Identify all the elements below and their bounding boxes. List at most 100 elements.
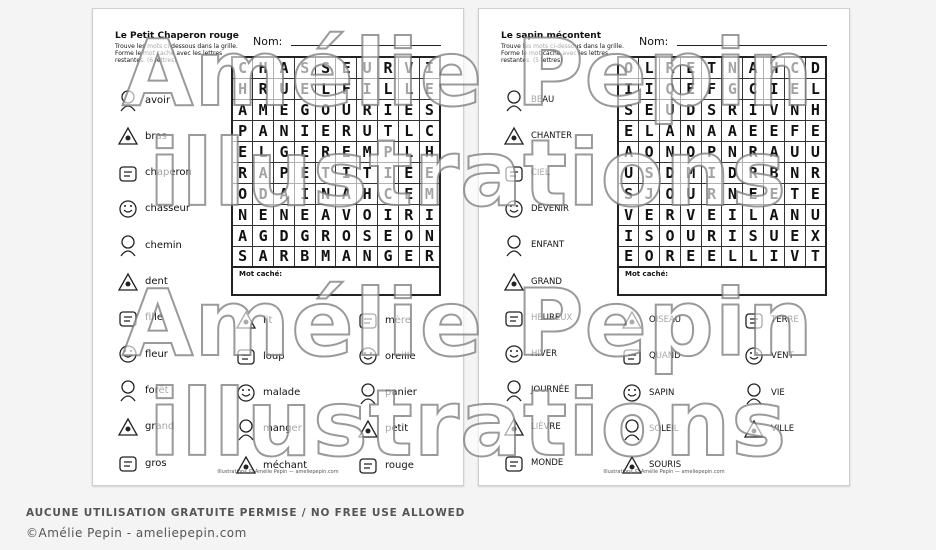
name-label: Nom: [639, 35, 669, 48]
grid-letter: R [804, 161, 827, 184]
grid-letter: N [314, 182, 337, 205]
grid-letter: H [231, 77, 254, 100]
word-label: mère [385, 314, 411, 326]
grid-letter: E [377, 224, 399, 247]
grid-letter: R [721, 98, 744, 121]
grid-letter: C [783, 56, 806, 79]
grid-letter: Q [659, 77, 681, 100]
grid-letter: A [273, 182, 295, 205]
grid-letter: I [617, 224, 640, 247]
grid-letter: P [377, 140, 399, 163]
grid-letter: G [721, 77, 744, 100]
usage-notice: AUCUNE UTILISATION GRATUITE PERMISE / NO… [26, 507, 466, 519]
grid-letter: C [742, 77, 765, 100]
grid-letter: B [763, 161, 785, 184]
grid-letter: N [783, 203, 806, 226]
grid-letter: N [659, 140, 681, 163]
hidden-word-label: Mot caché: [625, 270, 669, 278]
word-item: ENFANT [501, 232, 564, 258]
grid-letter: H [418, 140, 441, 163]
grid-letter: I [293, 119, 316, 142]
grid-letter: N [273, 119, 295, 142]
grid-letter: P [700, 140, 723, 163]
word-item: LIÈVRE [501, 414, 561, 440]
grid-letter: A [252, 119, 275, 142]
grid-letter: E [314, 119, 337, 142]
word-label: SOLEIL [649, 423, 679, 434]
word-label: SAPIN [649, 387, 675, 398]
grid-letter: T [356, 161, 379, 184]
word-item: TERRE [741, 307, 799, 333]
grid-letter: P [273, 161, 295, 184]
grid-letter: I [638, 77, 661, 100]
winter-icon [501, 341, 527, 367]
sun-icon [619, 416, 645, 442]
tall-icon [501, 269, 527, 295]
word-label: grand [145, 421, 175, 433]
grid-letter: E [617, 119, 640, 142]
word-label: TERRE [771, 315, 799, 325]
word-label: HIVER [531, 349, 557, 360]
grid-letter: A [763, 203, 785, 226]
grid-letter: O [638, 245, 661, 268]
word-item: fille [115, 305, 163, 331]
word-item: chaperon [115, 160, 192, 186]
grid-letter: U [804, 203, 827, 226]
word-item: forêt [115, 377, 169, 403]
grid-letter: U [273, 77, 295, 100]
grid-letter: O [356, 203, 379, 226]
name-label: Nom: [253, 35, 283, 48]
word-label: fille [145, 312, 164, 324]
word-item: avoir [115, 87, 170, 113]
grid-letter: R [356, 98, 379, 121]
grid-letter: E [783, 224, 806, 247]
word-label: VILLE [771, 423, 795, 434]
wind-icon [741, 343, 767, 369]
grid-letter: C [231, 56, 254, 79]
grid-letter: D [679, 98, 702, 121]
grid-letter: P [231, 119, 254, 142]
grid-letter: T [783, 182, 806, 205]
wolf-icon [233, 343, 259, 369]
globe-icon [501, 450, 527, 476]
grid-letter: L [638, 119, 661, 142]
word-item: MONDE [501, 450, 563, 476]
word-item: manger [233, 416, 302, 442]
grid-letter: R [700, 224, 723, 247]
grid-letter: L [804, 77, 827, 100]
grid-letter: B [293, 245, 316, 268]
word-item: bras [115, 123, 167, 149]
word-label: fleur [145, 348, 168, 360]
grid-letter: D [273, 224, 295, 247]
word-item: SOURIS [619, 452, 681, 478]
word-item: gros [115, 450, 167, 476]
grid-letter: I [377, 203, 399, 226]
grid-letter: E [335, 140, 358, 163]
grid-letter: V [783, 245, 806, 268]
grid-letter: E [293, 140, 316, 163]
grid-letter: J [638, 182, 661, 205]
grid-letter: A [335, 245, 358, 268]
calendar-icon [619, 343, 645, 369]
word-label: lit [263, 314, 273, 326]
worksheet-title: Le Petit Chaperon rouge [115, 31, 239, 41]
grid-letter: A [763, 140, 785, 163]
grid-letter: O [314, 98, 337, 121]
word-item: panier [355, 380, 417, 406]
grid-letter: R [397, 203, 420, 226]
word-label: QUAND [649, 351, 681, 362]
grid-letter: O [679, 140, 702, 163]
grid-letter: S [742, 224, 765, 247]
grid-letter: V [397, 56, 420, 79]
name-line [677, 45, 827, 46]
grid-letter: N [721, 56, 744, 79]
worksheet-chaperon: Le Petit Chaperon rouge Trouve les mots … [92, 8, 464, 486]
grid-letter: R [742, 140, 765, 163]
sky-icon [501, 160, 527, 186]
word-label: CIEL [531, 167, 550, 178]
word-item: HIVER [501, 341, 557, 367]
